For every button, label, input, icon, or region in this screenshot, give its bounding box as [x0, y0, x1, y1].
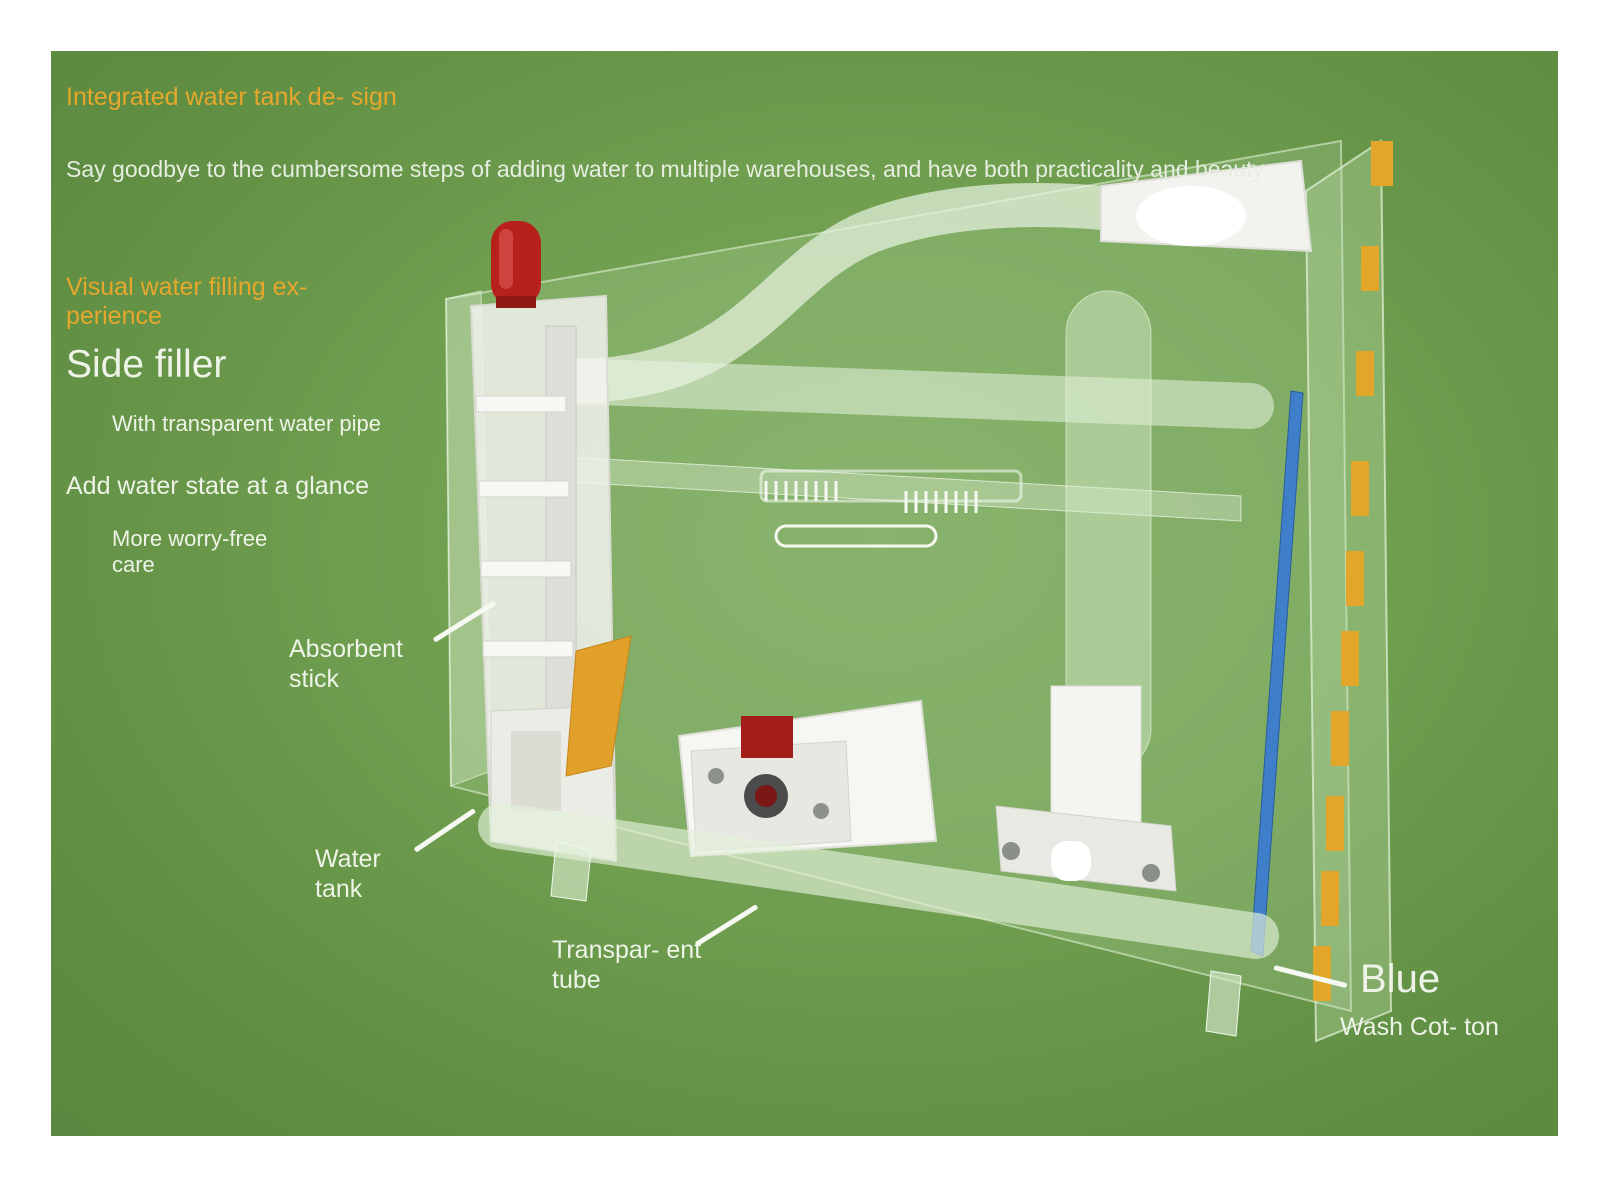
side-filler-heading: Side filler [66, 343, 227, 386]
glance-text: Add water state at a glance [66, 472, 369, 500]
worry-free-text: More worry-free care [112, 526, 268, 577]
product-render-panel: Integrated water tank de- sign Say goodb… [51, 51, 1558, 1136]
red-cap [491, 221, 541, 308]
wash-cotton-label: Wash Cot- ton [1340, 1013, 1499, 1041]
bottom-transparent-tube [478, 803, 1279, 959]
orange-latch [565, 635, 632, 777]
header-tagline: Say goodbye to the cumbersome steps of a… [66, 156, 1269, 182]
transparent-pipe-text: With transparent water pipe [112, 411, 382, 436]
visual-title: Visual water filling ex- perience [66, 273, 308, 330]
water-tank-illustration [444, 139, 1393, 1043]
water-tank-label: Water tank [315, 845, 381, 903]
header-title: Integrated water tank de- sign [66, 83, 397, 111]
upper-water-pipe [549, 183, 1153, 403]
blue-label: Blue [1360, 957, 1441, 1001]
orange-clips [1313, 141, 1393, 1001]
vertical-glass-tube [995, 290, 1177, 892]
absorbent-stick-label: Absorbent stick [289, 635, 403, 693]
transparent-tube-label: Transpar- ent tube [552, 936, 702, 994]
pump-box [677, 699, 938, 858]
